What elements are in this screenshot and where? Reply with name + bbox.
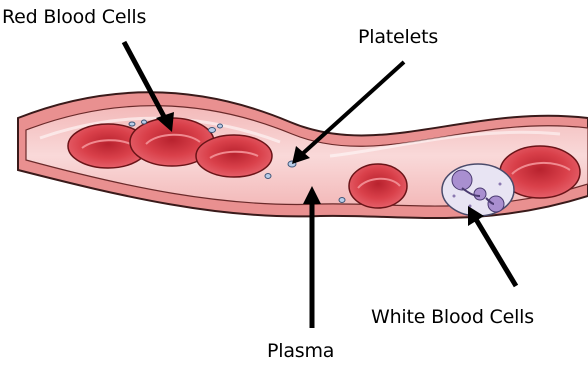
label-red-blood-cells: Red Blood Cells — [2, 6, 146, 28]
red-blood-cell — [349, 164, 407, 208]
white-blood-cell — [442, 164, 514, 216]
arrow-white-blood-cells — [468, 206, 516, 286]
label-platelets: Platelets — [358, 26, 438, 48]
label-plasma: Plasma — [267, 340, 334, 362]
red-blood-cell — [196, 135, 272, 177]
label-white-blood-cells: White Blood Cells — [371, 306, 534, 328]
